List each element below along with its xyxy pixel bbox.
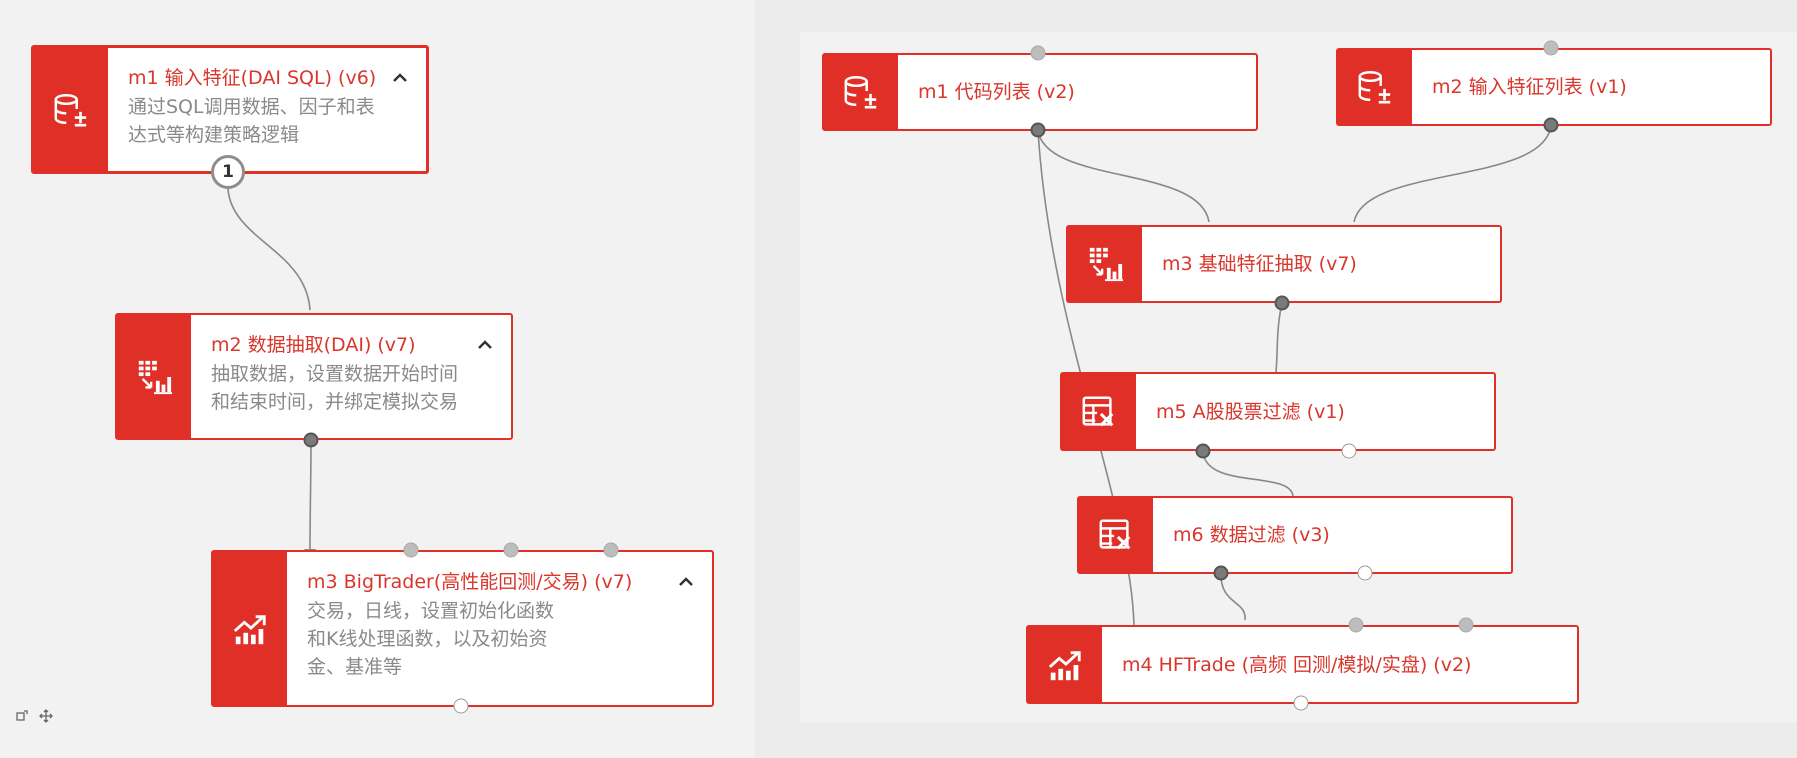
- node-title: m2 输入特征列表 (v1): [1432, 76, 1627, 98]
- node-title: m1 代码列表 (v2): [918, 81, 1075, 103]
- right-node-m3[interactable]: m3 基础特征抽取 (v7): [1066, 225, 1502, 303]
- node-title: m3 BigTrader(高性能回测/交易) (v7): [307, 571, 633, 593]
- collapse-caret-icon[interactable]: [676, 574, 696, 588]
- node-desc-line2: 和结束时间，并绑定模拟交易: [211, 391, 459, 413]
- output-port[interactable]: [1274, 295, 1290, 311]
- node-title: m6 数据过滤 (v3): [1173, 524, 1330, 546]
- bar-chart-up-icon: [1027, 626, 1102, 703]
- input-port[interactable]: [403, 542, 419, 558]
- input-port[interactable]: [1458, 617, 1474, 633]
- output-port[interactable]: [1030, 122, 1046, 138]
- node-title: m1 输入特征(DAI SQL) (v6): [128, 67, 377, 89]
- input-port[interactable]: [1543, 40, 1559, 56]
- output-port[interactable]: [1195, 443, 1211, 459]
- node-desc-line2: 达式等构建策略逻辑: [128, 124, 300, 146]
- right-node-m6[interactable]: m6 数据过滤 (v3): [1077, 496, 1513, 574]
- collapse-caret-icon[interactable]: [475, 337, 495, 351]
- input-port[interactable]: [603, 542, 619, 558]
- bar-chart-up-icon: [212, 551, 287, 706]
- node-title: m2 数据抽取(DAI) (v7): [211, 334, 416, 356]
- output-port[interactable]: [1341, 443, 1357, 459]
- right-node-m1[interactable]: m1 代码列表 (v2): [822, 53, 1258, 131]
- right-node-m4[interactable]: m4 HFTrade (高频 回测/模拟/实盘) (v2): [1026, 625, 1579, 704]
- pan-move-icon[interactable]: [38, 708, 54, 724]
- table-tools-icon: [1061, 373, 1136, 450]
- database-plus-icon: [33, 47, 108, 172]
- node-title: m4 HFTrade (高频 回测/模拟/实盘) (v2): [1122, 653, 1472, 676]
- node-desc-line3: 金、基准等: [307, 656, 403, 678]
- fit-view-icon[interactable]: [14, 708, 30, 724]
- database-plus-icon: [1337, 49, 1412, 125]
- left-node-m1[interactable]: m1 输入特征(DAI SQL) (v6) 通过SQL调用数据、因子和表 达式等…: [31, 45, 429, 174]
- left-node-m3[interactable]: m3 BigTrader(高性能回测/交易) (v7) 交易，日线，设置初始化函…: [211, 550, 714, 707]
- node-title: m3 基础特征抽取 (v7): [1162, 253, 1357, 275]
- left-node-m2[interactable]: m2 数据抽取(DAI) (v7) 抽取数据，设置数据开始时间 和结束时间，并绑…: [115, 313, 513, 440]
- output-port[interactable]: [303, 432, 319, 448]
- step-badge: 1: [211, 155, 245, 189]
- grid-chart-icon: [116, 314, 191, 439]
- grid-chart-icon: [1067, 226, 1142, 302]
- right-node-m2[interactable]: m2 输入特征列表 (v1): [1336, 48, 1772, 126]
- collapse-caret-icon[interactable]: [390, 70, 410, 84]
- input-port[interactable]: [1030, 45, 1046, 61]
- node-title: m5 A股股票过滤 (v1): [1156, 400, 1345, 423]
- node-desc-line1: 通过SQL调用数据、因子和表: [128, 96, 375, 118]
- output-port[interactable]: [1543, 117, 1559, 133]
- output-port[interactable]: [1293, 695, 1309, 711]
- input-port[interactable]: [1348, 617, 1364, 633]
- output-port[interactable]: [1213, 565, 1229, 581]
- table-tools-icon: [1078, 497, 1153, 573]
- node-desc-line1: 抽取数据，设置数据开始时间: [211, 363, 459, 385]
- right-node-m5[interactable]: m5 A股股票过滤 (v1): [1060, 372, 1496, 451]
- output-port[interactable]: [453, 698, 469, 714]
- output-port[interactable]: [1357, 565, 1373, 581]
- node-desc-line1: 交易，日线，设置初始化函数: [307, 600, 555, 622]
- node-desc-line2: 和K线处理函数，以及初始资: [307, 628, 548, 650]
- database-plus-icon: [823, 54, 898, 130]
- input-port[interactable]: [503, 542, 519, 558]
